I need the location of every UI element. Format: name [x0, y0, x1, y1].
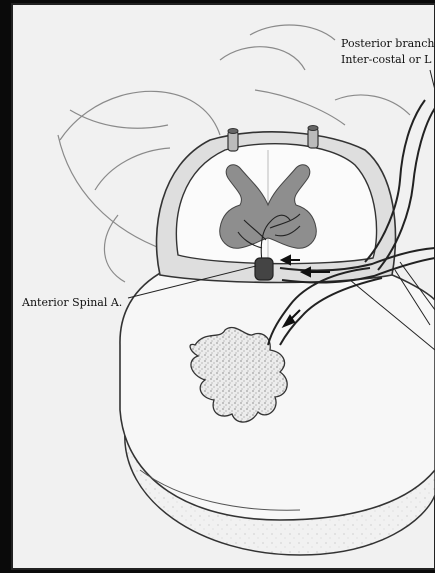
anterior-spinal-artery — [255, 258, 273, 280]
posterior-branch-label-line1: Posterior branch — [341, 36, 435, 52]
vertebral-body — [120, 249, 435, 555]
anterior-spinal-artery-label: Anterior Spinal A. — [22, 295, 122, 311]
posterior-branch-label-line2: Inter-costal or L — [341, 52, 431, 68]
